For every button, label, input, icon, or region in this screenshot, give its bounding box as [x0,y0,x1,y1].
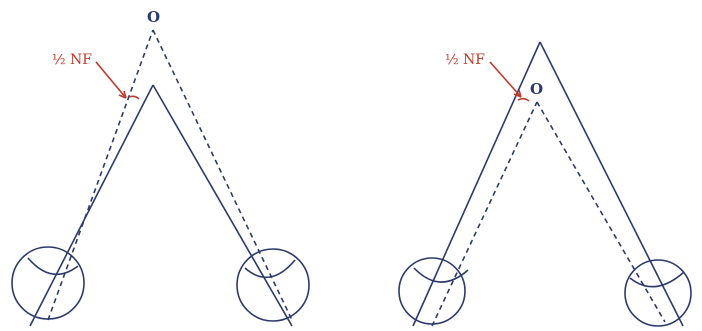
point-o-label-1: O [147,8,160,26]
visual-axis-left [29,84,154,327]
angle-arc [517,97,530,102]
angle-arc [128,95,140,100]
sight-line-right [152,29,293,321]
half-nf-arrow-1 [95,61,140,100]
eye-lens-arc [629,271,685,288]
eye-lens-arc [244,259,296,279]
half-nf-arrow-2 [489,61,530,102]
eye-globe [236,248,310,322]
sight-line-left [47,29,154,321]
visual-axis-right [152,84,293,327]
figure-left [11,29,310,327]
eye-globe [11,246,85,320]
point-o-label-2: O [530,80,543,98]
eye-lens-arc [413,267,469,283]
eye-lens-arc [27,257,79,276]
sight-line-left [431,101,538,327]
visual-axis-right [539,41,684,327]
sight-line-right [536,101,666,323]
eye-globe [398,257,466,325]
right-eye-2 [624,259,692,327]
half-nf-label-2: ½ NF [445,52,485,68]
left-eye-1 [11,246,85,320]
left-eye-2 [398,257,469,325]
half-nf-label-1: ½ NF [52,52,92,68]
right-eye-1 [236,248,310,322]
visual-axis-left [412,41,541,327]
figure-right [398,41,692,327]
eye-globe [624,259,692,327]
